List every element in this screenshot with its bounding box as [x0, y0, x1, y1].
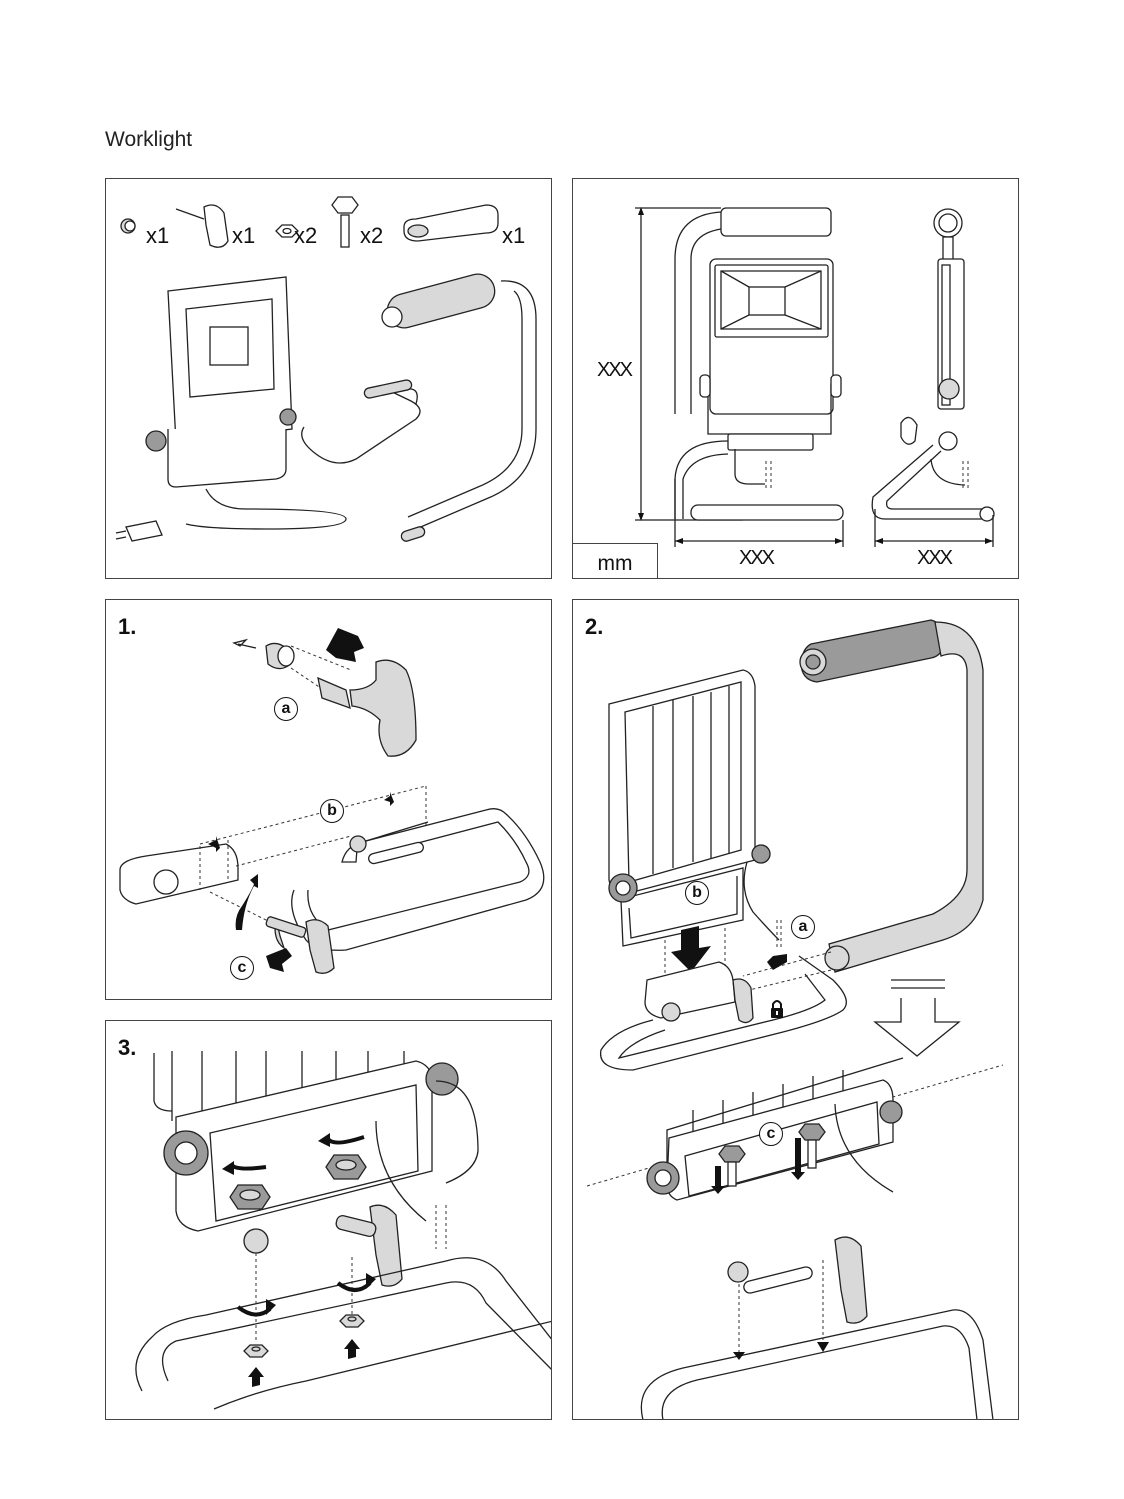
unit-label: mm	[573, 543, 658, 578]
step-number: 1.	[118, 614, 137, 639]
callout-c: c	[759, 1122, 783, 1146]
parts-illustration	[115, 196, 537, 542]
callout-b: b	[320, 799, 344, 823]
sleeve-part-icon	[120, 218, 136, 234]
dimensions-panel: XXX XXX XXX mm	[572, 178, 1019, 579]
hex-nut-icon	[339, 1314, 365, 1328]
padlock-icon	[771, 1000, 783, 1018]
callout-b: b	[685, 881, 709, 905]
hollow-down-arrow-icon	[873, 979, 961, 1057]
hex-nut-icon	[243, 1344, 269, 1358]
step-number: 2.	[585, 614, 604, 639]
step-3-panel: 3.	[105, 1020, 552, 1420]
depth-dimension-label: XXX	[917, 547, 953, 569]
t-handle-screw-quantity: x1	[232, 223, 256, 248]
stand-illustration	[301, 273, 537, 542]
callout-a: a	[274, 697, 298, 721]
star-knob-bolt-icon	[798, 1123, 826, 1169]
callout-a: a	[791, 915, 815, 939]
mounting-bracket-part-icon	[403, 204, 499, 242]
step-3-illustration	[135, 1051, 551, 1410]
step-1-illustration	[119, 628, 545, 974]
hex-nut-part-icon	[275, 224, 299, 238]
document-title: Worklight	[105, 128, 193, 151]
star-knob-icon	[325, 1154, 367, 1180]
step-number: 3.	[118, 1035, 137, 1060]
width-dimension-label: XXX	[739, 547, 775, 569]
star-knob-bolt-part-icon	[331, 196, 359, 248]
step-2-illustration	[586, 619, 1004, 1419]
height-dimension-label: XXX	[597, 359, 633, 381]
star-knob-bolt-icon	[718, 1145, 746, 1187]
floodlight-illustration	[115, 276, 347, 542]
parts-panel: x1 x1 x2 x2 x1	[105, 178, 552, 579]
mounting-bracket-quantity: x1	[502, 223, 526, 248]
callout-c: c	[230, 956, 254, 980]
step-1-panel: 1. a b c	[105, 599, 552, 1000]
star-knob-bolt-quantity: x2	[360, 223, 384, 248]
t-handle-screw-part-icon	[175, 204, 229, 248]
step-2-panel: 2.	[572, 599, 1019, 1420]
front-view-illustration	[674, 207, 844, 521]
dimensions-illustration	[635, 207, 995, 547]
sleeve-quantity: x1	[146, 223, 170, 248]
hex-nut-quantity: x2	[294, 223, 318, 248]
star-knob-icon	[229, 1184, 271, 1210]
side-view-illustration	[871, 208, 995, 522]
